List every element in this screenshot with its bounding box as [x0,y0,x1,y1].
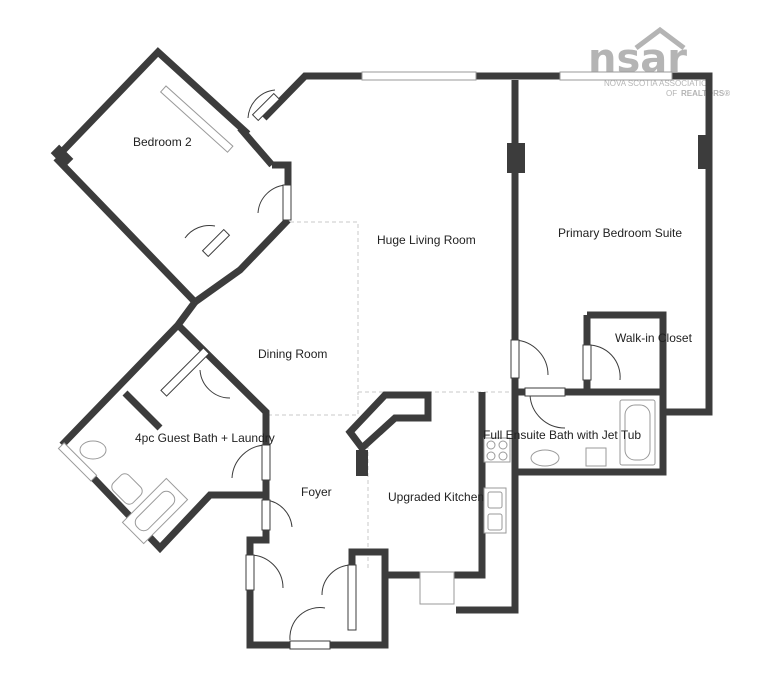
doors [160,89,621,650]
label-primary-bedroom: Primary Bedroom Suite [558,226,682,240]
guest-sink-icon [79,440,107,460]
laundry-counter-icon [57,442,98,482]
label-kitchen: Upgraded Kitchen [388,490,484,504]
label-walk-in-closet: Walk-in Closet [615,331,693,345]
logo-tagline-prefix: OF [666,89,677,98]
ensuite-sink-icon [530,449,560,467]
fixtures [57,399,656,605]
label-guest-bath: 4pc Guest Bath + Laundry [135,431,275,445]
room-labels: Bedroom 2 Huge Living Room Primary Bedro… [133,135,693,504]
fridge-icon [419,571,455,605]
logo-roof-icon [634,26,686,50]
label-bedroom-2: Bedroom 2 [133,135,192,149]
windows [159,71,673,153]
open-plan-dividers [268,221,512,570]
guest-toilet-icon [111,473,143,505]
label-ensuite-bath: Full Ensuite Bath with Jet Tub [483,428,641,442]
label-dining-room: Dining Room [258,347,327,361]
wall-blocks [50,135,710,476]
label-foyer: Foyer [301,485,332,499]
ensuite-toilet-icon [585,447,607,467]
logo-tagline-line1: NOVA SCOTIA ASSOCIATION [604,79,713,88]
label-living-room: Huge Living Room [377,233,476,247]
